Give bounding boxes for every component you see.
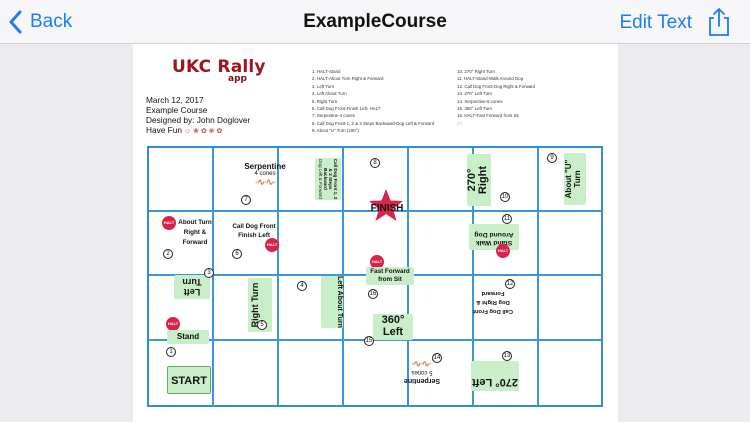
station-number: 11 (502, 214, 512, 224)
step-item: 10. 270° Right Turn (457, 69, 495, 74)
course-designer: Designed by: John Doglover (146, 115, 251, 125)
step-item: 4. Left About Turn (312, 91, 347, 97)
sign-fast-forward[interactable]: Fast Forward from Sit (366, 267, 414, 285)
sign-about-turn-right[interactable]: About Turn Right & Forward (178, 219, 212, 246)
halt-sign-icon: HALT (166, 317, 180, 331)
station-number: 1 (166, 347, 176, 357)
cones-icon: ◦∿◦∿◦ (412, 359, 432, 369)
station-number: 16 (368, 289, 378, 299)
sign-270-right[interactable]: 270° Right (466, 154, 491, 206)
sign-call-finish-left[interactable]: Call Dog Front Finish Left (232, 223, 276, 239)
sign-serpentine-5-title: Serpentine (403, 377, 441, 384)
station-number: 6 (232, 249, 242, 259)
sign-left-turn[interactable]: Left Turn (174, 275, 210, 299)
halt-sign-icon: HALT (162, 216, 176, 230)
have-fun-line: Have Fun ☺ ❀ ✿ ❀ ✿ (146, 125, 250, 137)
halt-sign-icon: HALT (370, 255, 384, 269)
chevron-left-icon (9, 10, 22, 34)
sign-call-dog-right[interactable]: Call Dog Front Dog Right & Forward (473, 290, 513, 314)
app-logo: UKC Rally app (172, 57, 266, 84)
sign-serpentine-5-sub: 5 cones (411, 369, 433, 375)
sign-stand[interactable]: Stand (167, 330, 209, 344)
course-meta: March 12, 2017 Example Course Designed b… (146, 95, 250, 137)
grid-line (212, 148, 214, 405)
course-date: March 12, 2017 (146, 95, 204, 105)
sign-call-front-backward[interactable]: Call Dog Front 1, 2 & 3 Steps Backward D… (315, 158, 341, 200)
sign-call-front-backward-text: Call Dog Front 1, 2 & 3 Steps Backward (323, 158, 338, 200)
step-item: 16. HALT-Fast Forward from Sit (457, 113, 519, 119)
step-item: 5. Right Turn (312, 98, 338, 104)
step-item: 6. Call Dog Front-Finish Left- HALT (312, 106, 381, 112)
station-number: 12 (505, 279, 515, 289)
logo-sub: app (228, 74, 247, 84)
station-number: 14 (432, 353, 442, 363)
have-fun-text: Have Fun (146, 125, 182, 135)
sign-start[interactable]: START (167, 366, 211, 394)
station-number: 10 (500, 192, 510, 202)
station-number: 3 (204, 268, 214, 278)
sign-360-left[interactable]: 360° Left (373, 314, 413, 340)
station-number: 15 (364, 336, 374, 346)
finish-star-icon (369, 189, 403, 221)
sign-serpentine-5[interactable]: Serpentine 5 cones ◦∿◦∿◦ (393, 359, 451, 384)
step-item: 13. 270° Left Turn (457, 91, 492, 97)
step-item: 9. About "U" Turn (180°) (312, 128, 359, 134)
grid-line (537, 148, 539, 405)
grid-line (277, 148, 279, 405)
station-number: 9 (547, 153, 557, 163)
page-title: ExampleCourse (303, 11, 447, 32)
station-number: 7 (241, 195, 251, 205)
grid-line (149, 210, 601, 212)
steps-list-right: 10. 270° Right Turn 11. HALT-Stand-Walk A… (457, 68, 607, 127)
step-item: 14. Serpentine-5 cones (457, 98, 503, 104)
sign-serpentine-4-sub: 4 cones (254, 171, 276, 177)
station-number: 8 (370, 158, 380, 168)
cones-icon: ◦∿◦∿◦ (255, 177, 276, 187)
sign-270-left[interactable]: 270° Left (471, 361, 519, 391)
step-item: 2. HALT-About Turn Right & Forward (312, 76, 384, 82)
station-number: 5 (257, 320, 267, 330)
step-item: 1. HALT-Stand (312, 69, 341, 74)
sign-call-front-backward-sub: Dog Left & Forward (318, 159, 323, 199)
sign-serpentine-4[interactable]: Serpentine 4 cones ◦∿◦∿◦ (237, 162, 293, 188)
sign-about-u-turn[interactable]: About "U" Turn (564, 153, 586, 205)
logo-title: UKC Rally (172, 57, 266, 77)
sign-serpentine-4-title: Serpentine (244, 162, 286, 171)
sign-stand-walk-around[interactable]: Stand Walk Around Dog (469, 224, 519, 250)
sign-left-about-turn[interactable]: Left About Turn (321, 276, 343, 328)
sign-finish[interactable]: FINISH (370, 203, 404, 214)
back-button[interactable]: Back (8, 8, 72, 36)
step-item: 8. Call Dog Front-1, 2 & 3 Steps Backwar… (312, 120, 435, 126)
course-name: Example Course (146, 105, 208, 115)
step-item: 11. HALT-Stand-Walk Around Dog (457, 76, 524, 82)
step-item: 7. Serpentine-4 cones (312, 113, 355, 119)
steps-list-left: 1. HALT-Stand 2. HALT-About Turn Right & … (312, 68, 452, 135)
step-item: 3. Left Turn (312, 83, 335, 89)
course-grid: Serpentine 4 cones ◦∿◦∿◦ 7 Call Dog Fron… (147, 146, 603, 407)
station-number: 13 (502, 351, 512, 361)
navigation-bar: Back ExampleCourse Edit Text (0, 0, 750, 44)
step-item: 17. (457, 120, 464, 126)
share-icon[interactable] (708, 7, 730, 37)
halt-sign-icon: HALT (265, 238, 279, 252)
station-number: 2 (163, 249, 173, 259)
station-number: 4 (297, 281, 307, 291)
step-item: 12. Call Dog Front-Dog Right & Forward (457, 83, 536, 89)
paw-prints-icon: ☺ ❀ ✿ ❀ ✿ (181, 128, 223, 135)
edit-text-button[interactable]: Edit Text (619, 12, 692, 33)
back-label: Back (30, 11, 73, 32)
grid-line (472, 148, 474, 405)
step-item: 15. 360° Left Turn (457, 106, 492, 112)
halt-sign-icon: HALT (496, 244, 510, 258)
